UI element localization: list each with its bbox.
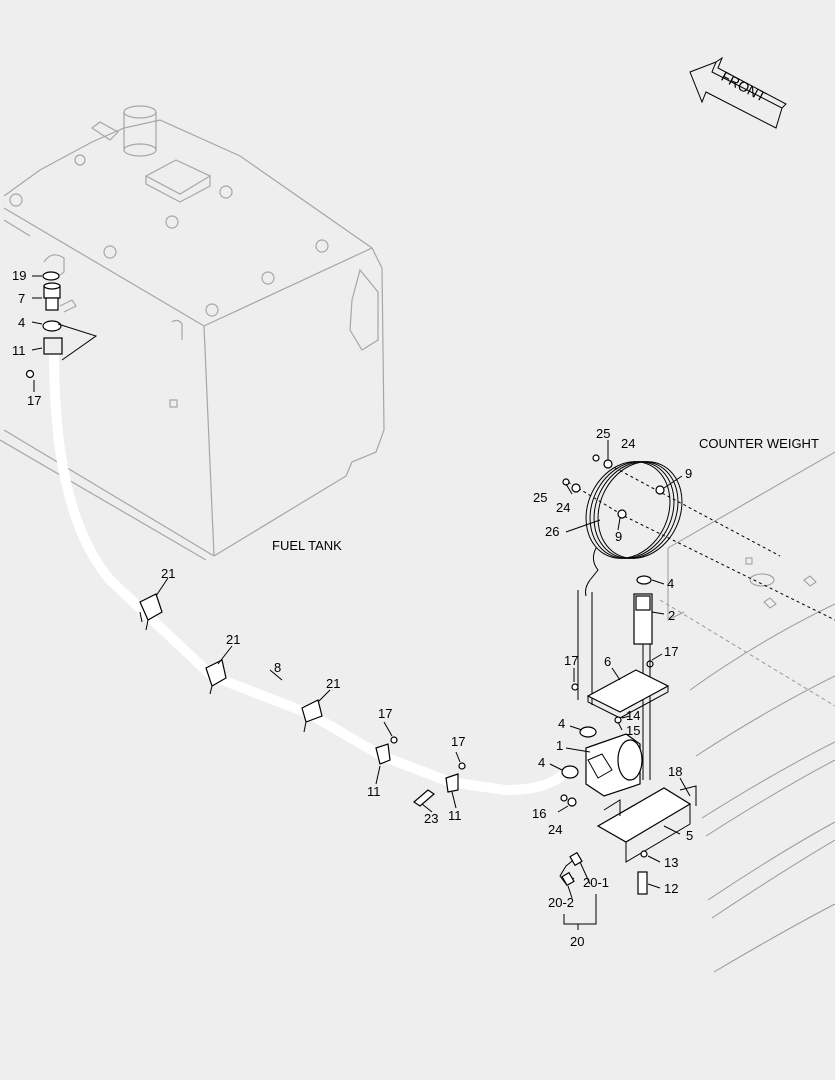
callout-20-2: 20-2 <box>548 895 574 910</box>
callout-4: 4 <box>667 576 674 591</box>
callout-4: 4 <box>558 716 565 731</box>
callout-17: 17 <box>664 644 678 659</box>
tank-outlet-fittings <box>25 271 63 379</box>
callout-24: 24 <box>556 500 570 515</box>
callout-4: 4 <box>538 755 545 770</box>
bolt-17c <box>458 762 466 770</box>
callout-11: 11 <box>448 808 462 823</box>
callout-5: 5 <box>686 828 693 843</box>
bolt-17d <box>571 683 579 691</box>
callout-17: 17 <box>27 393 41 408</box>
callout-7: 7 <box>18 291 25 306</box>
callout-23: 23 <box>424 811 438 826</box>
fuel-tank-drawing <box>0 105 385 561</box>
leader-lines <box>31 275 691 899</box>
callout-20: 20 <box>570 934 584 949</box>
callout-21: 21 <box>161 566 175 581</box>
bolt-17b <box>390 736 398 744</box>
callout-1: 1 <box>556 738 563 753</box>
counter-weight-label: COUNTER WEIGHT <box>699 436 819 451</box>
callout-9: 9 <box>615 529 622 544</box>
bracket-6 <box>586 669 670 713</box>
callout-9: 9 <box>685 466 692 481</box>
bolt-25a <box>592 454 600 462</box>
bracket-5 <box>560 785 697 895</box>
callout-11: 11 <box>367 784 381 799</box>
callout-12: 12 <box>664 881 678 896</box>
callout-24: 24 <box>621 436 635 451</box>
callout-17: 17 <box>564 653 578 668</box>
callout-2: 2 <box>668 608 675 623</box>
callout-15: 15 <box>626 723 640 738</box>
callout-16: 16 <box>532 806 546 821</box>
callout-11: 11 <box>12 343 26 358</box>
callout-17: 17 <box>378 706 392 721</box>
washer-24b <box>571 483 581 493</box>
fuel-coil <box>567 461 835 705</box>
callout-labels: 19 7 4 11 17 21 21 8 21 17 11 17 11 23 2… <box>12 268 693 949</box>
hose-clamps <box>139 593 459 793</box>
callout-25: 25 <box>596 426 610 441</box>
callout-20-1: 20-1 <box>583 875 609 890</box>
counter-weight-drawing <box>659 451 835 973</box>
callout-8: 8 <box>274 660 281 675</box>
bolt-25b <box>562 478 570 486</box>
washer-24a <box>603 459 613 469</box>
callout-24: 24 <box>548 822 562 837</box>
front-direction-arrow: FRONT <box>689 56 787 129</box>
callout-17: 17 <box>451 734 465 749</box>
fuel-filter <box>633 575 653 780</box>
fitting-23 <box>413 789 435 807</box>
callout-25: 25 <box>533 490 547 505</box>
callout-26: 26 <box>545 524 559 539</box>
callout-13: 13 <box>664 855 678 870</box>
fuel-hose <box>49 349 570 796</box>
callout-14: 14 <box>626 708 640 723</box>
callout-21: 21 <box>326 676 340 691</box>
wiring-harness <box>559 851 597 930</box>
front-label: FRONT <box>719 68 769 105</box>
callout-4: 4 <box>18 315 25 330</box>
fuel-pump <box>561 716 643 797</box>
callout-21: 21 <box>226 632 240 647</box>
callout-19: 19 <box>12 268 26 283</box>
section-labels: FUEL TANK COUNTER WEIGHT <box>272 436 819 553</box>
callout-6: 6 <box>604 654 611 669</box>
callout-18: 18 <box>668 764 682 779</box>
fuel-tank-label: FUEL TANK <box>272 538 342 553</box>
